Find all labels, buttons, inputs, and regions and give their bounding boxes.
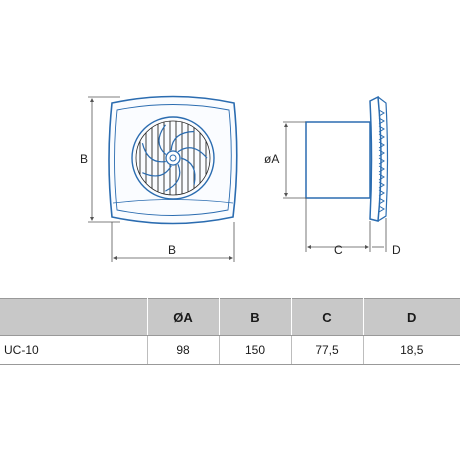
cell-c: 77,5 <box>291 335 364 365</box>
side-depth-dimension <box>305 198 387 252</box>
side-view <box>305 95 389 222</box>
front-width-dimension <box>111 222 235 262</box>
flange-rib <box>378 141 385 149</box>
spec-table: ØA B C D UC-10 98 150 77,5 18,5 <box>0 298 460 365</box>
flange-face <box>377 96 389 222</box>
flange-rib <box>378 181 385 189</box>
header-b: B <box>219 298 292 336</box>
side-depth-label: C <box>334 243 343 257</box>
flange-rib <box>378 165 385 173</box>
header-diameter-a: ØA <box>147 298 220 336</box>
front-height-label: B <box>80 152 88 166</box>
fan-blade <box>177 147 208 159</box>
front-width-label: B <box>168 243 176 257</box>
header-model <box>0 298 148 336</box>
fan-blade <box>141 143 166 163</box>
flange-rib <box>378 125 385 133</box>
flange-rib <box>378 205 385 213</box>
cell-a: 98 <box>147 335 220 365</box>
fan-blade <box>165 164 181 192</box>
fan-blade <box>158 124 167 155</box>
flange-rib <box>378 149 385 157</box>
flange-rib <box>378 189 385 197</box>
front-panel-inner <box>114 104 232 216</box>
fan-grille <box>131 116 215 200</box>
flange-rib <box>378 117 385 125</box>
header-c: C <box>291 298 364 336</box>
front-view <box>108 95 238 225</box>
fan-blade <box>180 157 196 185</box>
cell-b: 150 <box>219 335 292 365</box>
side-diameter-dimension <box>283 121 306 199</box>
flange-rib <box>378 109 385 117</box>
flange-rib <box>378 157 385 165</box>
technical-drawing: B B øA C D <box>80 95 401 262</box>
cell-d: 18,5 <box>363 335 460 365</box>
table-header-row: ØA B C D <box>0 298 460 336</box>
side-diameter-label: øA <box>264 152 279 166</box>
fan-blade <box>170 130 195 151</box>
duct-body <box>305 121 371 199</box>
flange-rib <box>378 133 385 141</box>
table-row: UC-10 98 150 77,5 18,5 <box>0 335 460 365</box>
cell-model: UC-10 <box>0 335 148 365</box>
header-d: D <box>363 298 460 336</box>
front-height-dimension <box>88 96 120 223</box>
flange-rib <box>378 197 385 205</box>
side-front-depth-label: D <box>392 243 401 257</box>
flange-rib <box>378 173 385 181</box>
fan-blade <box>142 165 172 177</box>
